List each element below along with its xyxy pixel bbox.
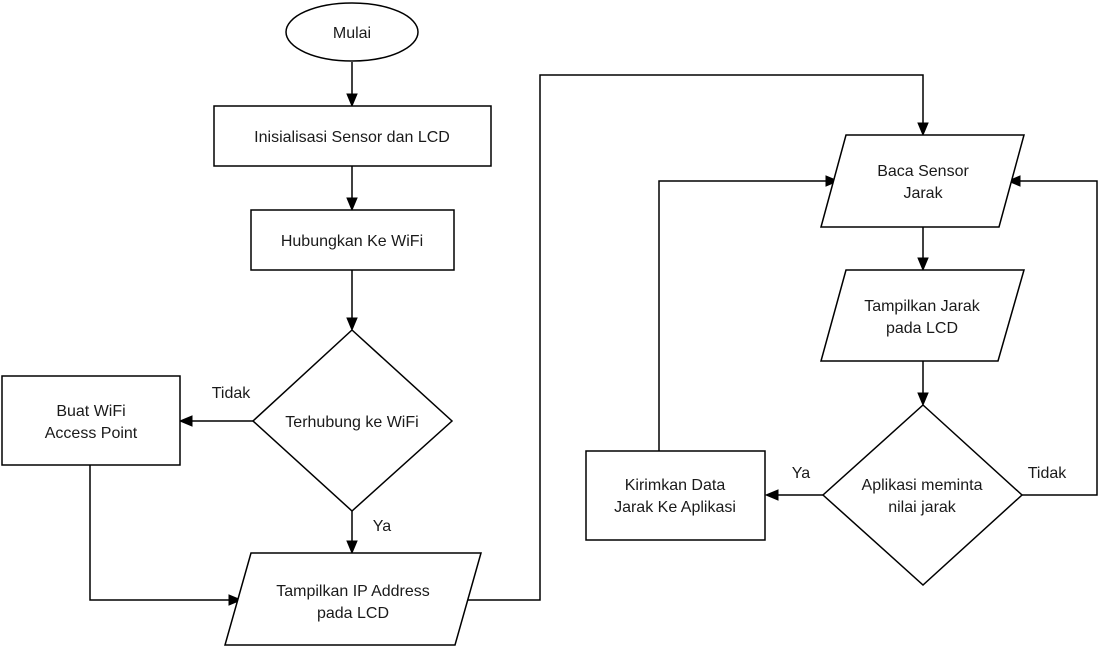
edge-request-to-read <box>1016 180 1098 496</box>
arrowhead <box>917 257 929 272</box>
arrowhead <box>228 594 243 606</box>
create-ap-process <box>1 375 181 466</box>
node-show-distance: Tampilkan Jarak pada LCD <box>820 269 1025 362</box>
check-wifi-decision <box>251 328 454 513</box>
node-check-wifi: Terhubung ke WiFi <box>251 328 454 513</box>
send-data-label-line1: Kirimkan Data <box>625 477 726 494</box>
arrowhead <box>1006 175 1021 187</box>
show-ip-label-line1: Tampilkan IP Address <box>276 583 430 600</box>
read-sensor-label-line1: Baca Sensor <box>877 163 969 180</box>
read-sensor-label-line2: Jarak <box>903 185 943 202</box>
arrowhead <box>178 415 193 427</box>
app-request-label-line2: nilai jarak <box>888 499 957 516</box>
edge-ap-to-showip <box>89 465 233 601</box>
arrowhead <box>917 392 929 407</box>
node-init: Inisialisasi Sensor dan LCD <box>213 105 492 167</box>
init-process <box>213 105 492 167</box>
send-data-label-line2: Jarak Ke Aplikasi <box>614 499 736 516</box>
edge-label-wifi-no: Tidak <box>212 385 252 402</box>
start-terminator <box>285 2 419 62</box>
show-distance-label-line2: pada LCD <box>886 320 958 337</box>
edge-send-to-read <box>658 180 830 451</box>
arrowhead <box>346 317 358 332</box>
app-request-label-line1: Aplikasi meminta <box>862 477 983 494</box>
app-request-decision <box>821 403 1024 587</box>
edge-label-wifi-yes: Ya <box>373 518 391 535</box>
edges <box>89 62 1098 606</box>
node-connect-wifi: Hubungkan Ke WiFi <box>250 209 455 271</box>
arrowhead <box>346 93 358 108</box>
edge-showip-to-read <box>464 74 924 601</box>
arrowhead <box>346 197 358 212</box>
connect-wifi-process <box>250 209 455 271</box>
node-start: Mulai <box>285 2 419 62</box>
init-label: Inisialisasi Sensor dan LCD <box>254 129 450 146</box>
connect-wifi-label: Hubungkan Ke WiFi <box>281 233 423 250</box>
node-send-data: Kirimkan Data Jarak Ke Aplikasi <box>585 450 766 541</box>
arrowhead <box>825 175 840 187</box>
check-wifi-label: Terhubung ke WiFi <box>285 414 418 431</box>
read-sensor-io <box>820 134 1025 228</box>
arrowhead <box>917 122 929 137</box>
node-read-sensor: Baca Sensor Jarak <box>820 134 1025 228</box>
arrowhead <box>346 540 358 555</box>
send-data-process <box>585 450 766 541</box>
edge-label-app-yes: Ya <box>792 465 810 482</box>
edge-label-app-no: Tidak <box>1028 465 1068 482</box>
show-ip-label-line2: pada LCD <box>317 605 389 622</box>
create-ap-label-line2: Access Point <box>45 425 138 442</box>
create-ap-label-line1: Buat WiFi <box>56 403 125 420</box>
start-label: Mulai <box>333 25 371 42</box>
show-ip-io <box>224 552 482 646</box>
node-create-ap: Buat WiFi Access Point <box>1 375 181 466</box>
arrowhead <box>764 489 779 501</box>
node-app-request: Aplikasi meminta nilai jarak <box>821 403 1024 587</box>
edge-labels: Tidak Ya Ya Tidak <box>212 385 1068 535</box>
node-show-ip: Tampilkan IP Address pada LCD <box>224 552 482 646</box>
show-distance-label-line1: Tampilkan Jarak <box>864 298 981 315</box>
show-distance-io <box>820 269 1025 362</box>
